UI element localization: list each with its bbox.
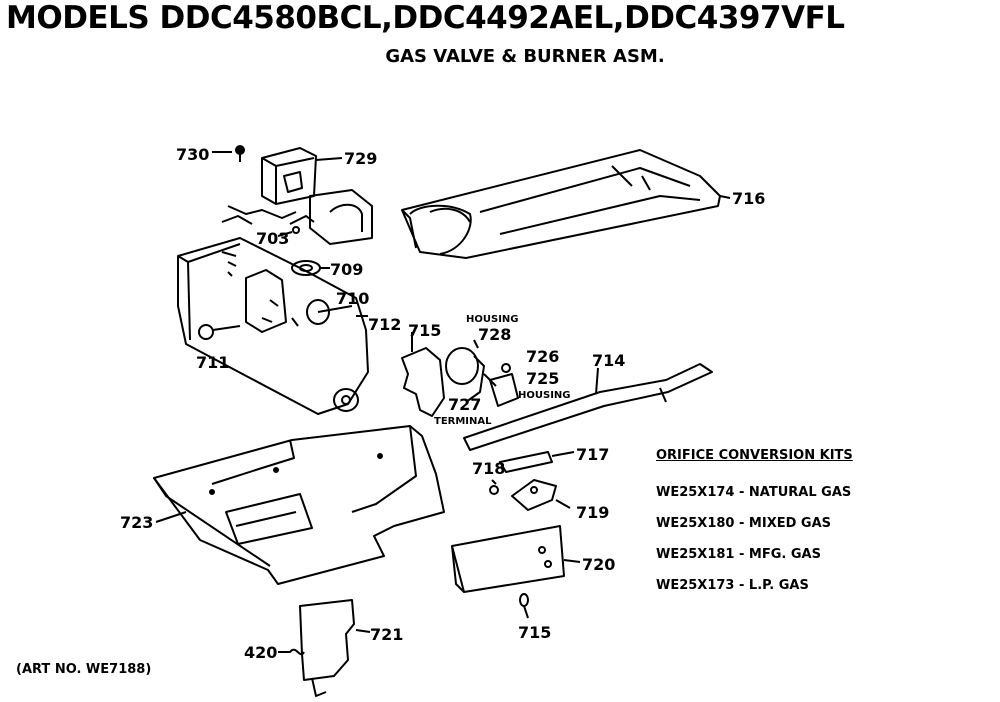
label-729: 729 bbox=[344, 149, 377, 168]
label-housing-728: HOUSING bbox=[466, 314, 519, 325]
label-420: 420 bbox=[244, 643, 277, 662]
part-703-fitting bbox=[277, 215, 315, 237]
part-714-pilot-tube bbox=[463, 363, 713, 451]
label-709: 709 bbox=[330, 260, 363, 279]
kit-item: WE25X180 - MIXED GAS bbox=[656, 516, 832, 531]
part-712-valve-body bbox=[177, 237, 369, 415]
label-725: 725 bbox=[526, 369, 559, 388]
orifice-conversion-kits: ORIFICE CONVERSION KITS WE25X174 - NATUR… bbox=[656, 448, 916, 609]
label-715-lower: 715 bbox=[518, 623, 551, 642]
label-727: 727 bbox=[448, 395, 481, 414]
label-716: 716 bbox=[732, 189, 765, 208]
part-729-solenoid bbox=[221, 147, 373, 245]
label-723: 723 bbox=[120, 513, 153, 532]
part-716-burner bbox=[401, 149, 731, 259]
label-714: 714 bbox=[592, 351, 625, 370]
label-728: 728 bbox=[478, 325, 511, 344]
label-730: 730 bbox=[176, 145, 209, 164]
label-726: 726 bbox=[526, 347, 559, 366]
label-712: 712 bbox=[368, 315, 401, 334]
art-number: (ART NO. WE7188) bbox=[16, 662, 152, 677]
label-housing-725: HOUSING bbox=[518, 390, 571, 401]
label-715-upper: 715 bbox=[408, 321, 441, 340]
part-721-bracket bbox=[278, 599, 371, 697]
kit-item: WE25X174 - NATURAL GAS bbox=[656, 485, 852, 500]
label-710: 710 bbox=[336, 289, 369, 308]
part-715-pin bbox=[519, 593, 529, 619]
part-720-plate bbox=[451, 525, 581, 593]
kit-item: WE25X181 - MFG. GAS bbox=[656, 547, 821, 562]
label-720: 720 bbox=[582, 555, 615, 574]
label-718: 718 bbox=[472, 459, 505, 478]
page-subtitle: GAS VALVE & BURNER ASM. bbox=[385, 46, 665, 67]
part-711-screw bbox=[198, 324, 241, 340]
part-723-shield bbox=[153, 425, 445, 585]
part-715-bracket bbox=[401, 332, 445, 417]
label-717: 717 bbox=[576, 445, 609, 464]
label-703: 703 bbox=[256, 229, 289, 248]
kit-item: WE25X173 - L.P. GAS bbox=[656, 578, 809, 593]
part-730-screw bbox=[212, 145, 245, 162]
part-726-725 bbox=[483, 363, 519, 407]
label-terminal: TERMINAL bbox=[434, 416, 492, 427]
kits-title: ORIFICE CONVERSION KITS bbox=[656, 448, 853, 463]
page-title: MODELS DDC4580BCL,DDC4492AEL,DDC4397VFL bbox=[6, 0, 845, 36]
part-717-718-orifice bbox=[489, 451, 575, 495]
part-728-housing bbox=[445, 339, 485, 403]
part-719-bracket bbox=[511, 479, 571, 511]
label-719: 719 bbox=[576, 503, 609, 522]
label-721: 721 bbox=[370, 625, 403, 644]
label-711: 711 bbox=[196, 353, 229, 372]
